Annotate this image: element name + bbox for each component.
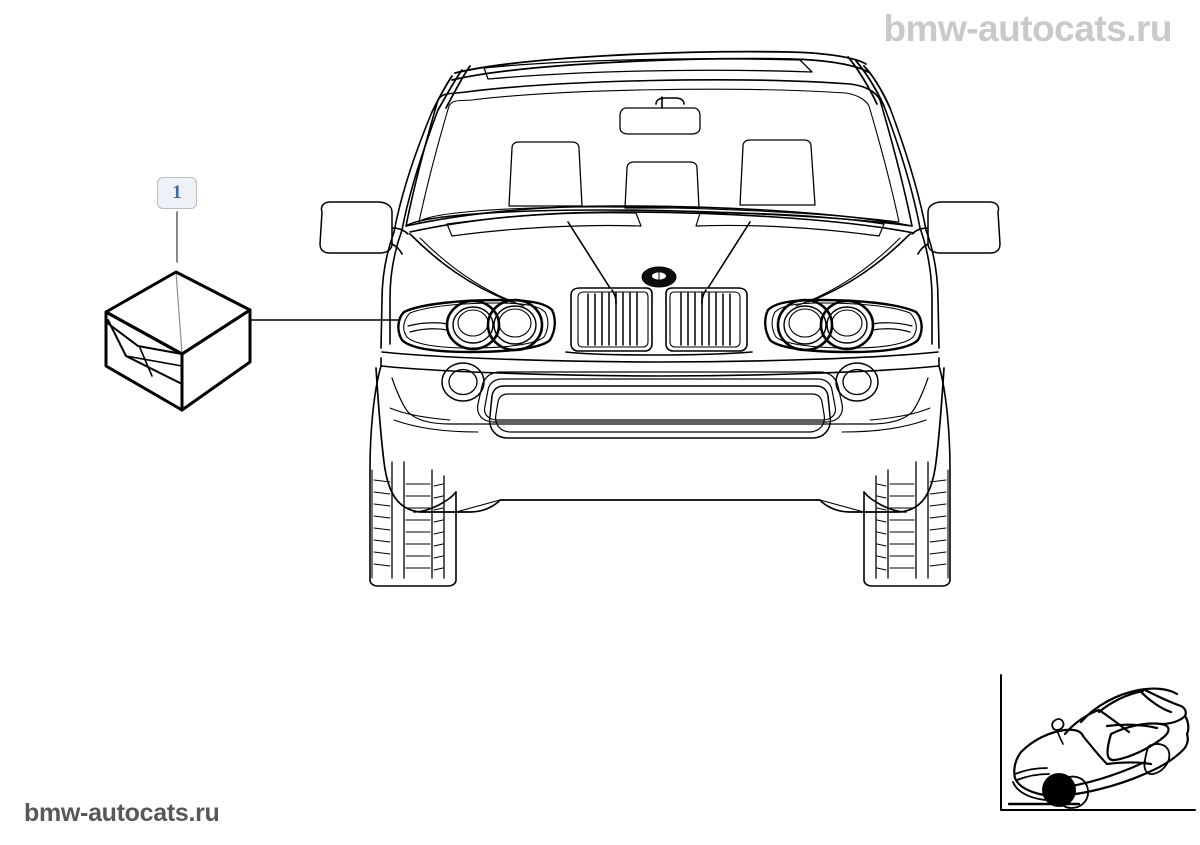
box-part-shape	[104, 270, 252, 412]
inset-car-body	[1012, 687, 1190, 809]
front-bumper-group	[375, 351, 945, 513]
bmw-roundel-icon	[641, 266, 677, 288]
wheel-right-group	[863, 365, 951, 587]
cowl-vents	[446, 212, 885, 237]
watermark-top-right: bmw-autocats.ru	[883, 8, 1172, 49]
headlight-left-group	[397, 298, 556, 354]
headlight-right-group	[764, 298, 923, 354]
headrests-group	[508, 139, 816, 209]
vehicle-location-inset[interactable]	[999, 674, 1196, 813]
callout-number: 1	[172, 182, 182, 203]
bumper-skirt	[455, 499, 865, 513]
kidney-grille-group	[565, 287, 753, 356]
greenhouse-group	[393, 105, 927, 233]
callout-badge-1[interactable]: 1	[157, 177, 197, 209]
tread-left	[373, 479, 444, 571]
tread-right	[876, 479, 947, 571]
inset-frame	[1000, 674, 1196, 811]
mirror-left	[319, 201, 409, 255]
watermark-bottom-left: bmw-autocats.ru	[24, 799, 220, 827]
wheel-left-group	[369, 365, 457, 587]
inset-location-marker	[1042, 773, 1076, 807]
mirror-right	[911, 201, 1001, 255]
roof-group	[431, 50, 891, 113]
rearview-mirror	[619, 96, 701, 135]
